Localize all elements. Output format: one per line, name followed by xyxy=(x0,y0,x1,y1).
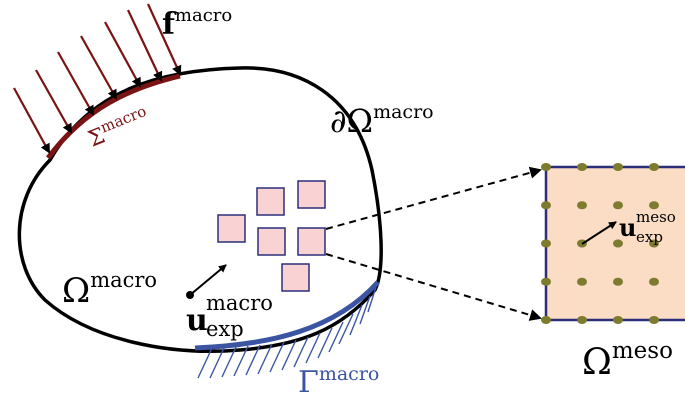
mesh-node xyxy=(577,316,587,324)
force-label: fmacro xyxy=(162,5,232,42)
mesh-node xyxy=(649,201,659,210)
boundary-label: ∂Ωmacro xyxy=(330,101,434,140)
meso-displacement-sub: exp xyxy=(636,228,663,246)
mesh-node xyxy=(577,201,587,210)
meso-domain-label: Ωmeso xyxy=(582,338,673,383)
meso-square xyxy=(217,214,246,243)
force-boundary-segment xyxy=(45,73,181,160)
domain-label: Ωmacro xyxy=(62,268,157,311)
mesh-node xyxy=(649,239,659,248)
mesh-node xyxy=(649,316,659,324)
zoom-nodes xyxy=(541,163,659,324)
macro-displacement-arrow xyxy=(186,264,227,299)
mesh-node xyxy=(613,239,623,248)
meso-square xyxy=(257,227,286,256)
macro-displacement-label: u xyxy=(186,303,208,338)
mesh-node xyxy=(613,316,623,324)
mesh-node xyxy=(577,163,587,171)
mesh-node xyxy=(541,239,551,248)
mesh-node xyxy=(649,277,659,286)
mesh-node xyxy=(541,163,551,171)
mesh-node xyxy=(613,201,623,210)
meso-displacement-label: u xyxy=(619,213,636,242)
meso-square xyxy=(281,263,310,292)
mesh-node xyxy=(649,163,659,171)
macro-displacement-sup: macro xyxy=(206,291,273,315)
mesh-node xyxy=(541,277,551,286)
fixed-boundary-hatching xyxy=(197,286,377,379)
force-arrows xyxy=(13,3,182,154)
fixed-boundary-segment xyxy=(194,280,380,351)
mesh-node xyxy=(541,316,551,324)
meso-displacement-sup: meso xyxy=(636,208,676,226)
meso-displacement-arrow xyxy=(581,221,617,245)
meso-squares xyxy=(217,180,326,292)
meso-square xyxy=(297,227,326,256)
meso-square xyxy=(297,180,326,209)
mesh-node xyxy=(613,277,623,286)
fixed-boundary-label: Γmacro xyxy=(298,363,379,400)
mesh-node xyxy=(541,201,551,210)
macro-displacement-sub: exp xyxy=(206,317,244,341)
meso-square xyxy=(256,187,285,216)
zoom-lines xyxy=(325,166,542,321)
mesh-node xyxy=(613,163,623,171)
mesh-node xyxy=(577,277,587,286)
